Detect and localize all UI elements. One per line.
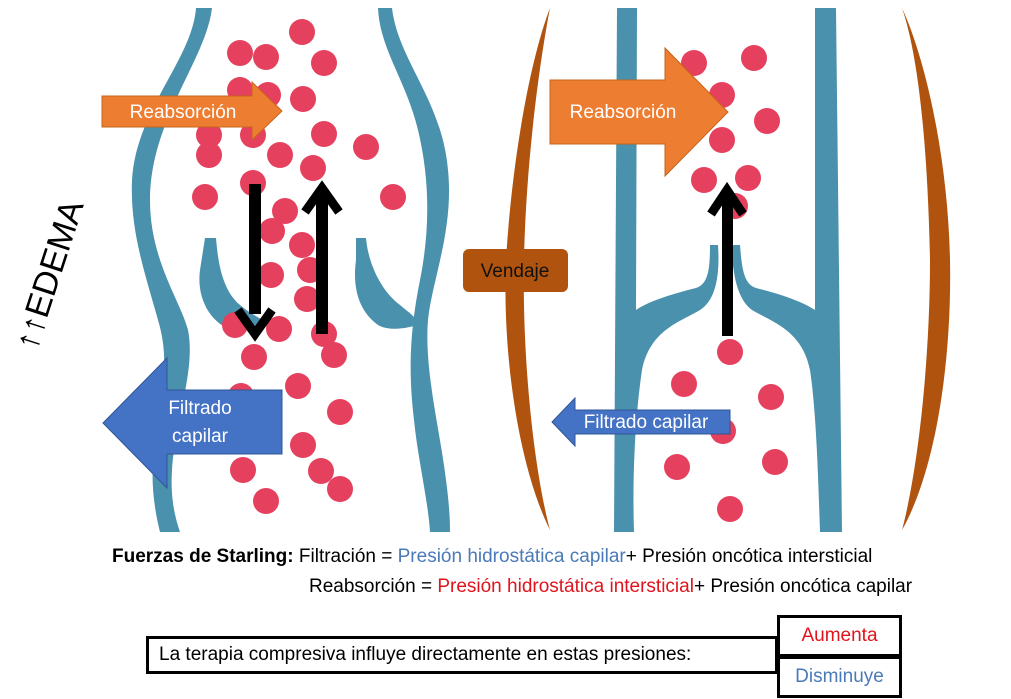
particle <box>681 50 707 76</box>
left-vessel-branch-right <box>354 238 418 329</box>
legend-decrease: Disminuye <box>777 656 902 698</box>
left-vessel-wall-right <box>378 8 450 532</box>
particle <box>671 371 697 397</box>
filtration-formula: Fuerzas de Starling: Filtración = Presió… <box>112 546 872 568</box>
bandage <box>505 8 951 530</box>
filtration-term-capillary-hydrostatic: Presión hidrostática capilar <box>397 546 626 567</box>
particle <box>758 384 784 410</box>
particle <box>321 342 347 368</box>
therapy-statement: La terapia compresiva influye directamen… <box>159 644 692 665</box>
filtration-plus: + <box>625 546 637 567</box>
right-vessel-wall-right <box>732 8 842 532</box>
particle <box>311 50 337 76</box>
particle <box>192 184 218 210</box>
starling-heading: Fuerzas de Starling: <box>112 546 294 567</box>
particle <box>266 316 292 342</box>
particle <box>300 155 326 181</box>
therapy-statement-box: La terapia compresiva influye directamen… <box>146 636 778 674</box>
particle <box>664 454 690 480</box>
left-capillary <box>131 8 450 532</box>
edema-label: ↑↑EDEMA <box>7 195 91 354</box>
particle <box>308 458 334 484</box>
right-filtration-label: Filtrado capilar <box>584 412 709 433</box>
particle <box>267 142 293 168</box>
left-filtration-label-line2: capilar <box>172 426 229 447</box>
reabsorption-flow-up-arrow <box>301 180 343 334</box>
left-filtration-arrow: Filtrado capilar <box>102 356 283 490</box>
particle <box>754 108 780 134</box>
bandage-left <box>505 8 550 530</box>
particle <box>294 286 320 312</box>
filtration-flow-down-arrow <box>234 184 276 342</box>
reabsorption-plus: + <box>693 576 706 597</box>
filtration-term-interstitial-oncotic: Presión oncótica intersticial <box>642 546 873 567</box>
right-capillary <box>614 8 842 532</box>
particle <box>353 134 379 160</box>
particle <box>741 45 767 71</box>
particle <box>196 142 222 168</box>
legend-increase-label: Aumenta <box>801 625 878 646</box>
particle <box>717 339 743 365</box>
particle <box>327 476 353 502</box>
particle <box>735 165 761 191</box>
left-flow-arrows <box>234 180 343 342</box>
legend-decrease-label: Disminuye <box>795 666 884 687</box>
particle <box>253 44 279 70</box>
particle <box>230 457 256 483</box>
particle <box>327 399 353 425</box>
left-vessel-wall-left <box>131 8 212 532</box>
particle <box>196 122 222 148</box>
left-vessel-branch-left <box>199 238 268 331</box>
particle <box>717 496 743 522</box>
particle <box>709 127 735 153</box>
particle <box>241 344 267 370</box>
particle <box>285 373 311 399</box>
bandage-right <box>902 8 951 530</box>
starling-diagram: Reabsorción Filtrado capilar Reabsorción… <box>7 8 951 532</box>
left-filtration-label-line1: Filtrado <box>168 398 231 419</box>
particle <box>227 40 253 66</box>
right-flow-up-arrow <box>707 181 747 336</box>
particle <box>290 432 316 458</box>
right-reabsorption-label: Reabsorción <box>570 102 677 123</box>
right-filtration-arrow: Filtrado capilar <box>551 396 731 448</box>
particle <box>762 449 788 475</box>
particle <box>259 218 285 244</box>
particle <box>289 19 315 45</box>
legend-increase: Aumenta <box>777 615 902 657</box>
left-reabsorption-arrow: Reabsorción <box>101 80 283 142</box>
particle <box>311 121 337 147</box>
filtration-lhs: Filtración = <box>298 546 393 567</box>
left-reabsorption-label: Reabsorción <box>130 102 237 123</box>
bandage-label-box: Vendaje <box>463 249 568 292</box>
reabsorption-term-capillary-oncotic: Presión oncótica capilar <box>710 576 913 597</box>
particle <box>380 184 406 210</box>
bandage-label: Vendaje <box>481 261 550 282</box>
right-reabsorption-arrow: Reabsorción <box>549 46 729 178</box>
particle <box>272 198 298 224</box>
particle <box>258 262 284 288</box>
reabsorption-formula: Reabsorción = Presión hidrostática inter… <box>309 576 912 598</box>
particle <box>253 488 279 514</box>
reabsorption-lhs: Reabsorción = <box>309 576 433 597</box>
reabsorption-term-interstitial-hydrostatic: Presión hidrostática intersticial <box>437 576 694 597</box>
particle <box>691 167 717 193</box>
right-vessel-wall-left <box>614 8 719 532</box>
particle <box>289 232 315 258</box>
particle <box>290 86 316 112</box>
